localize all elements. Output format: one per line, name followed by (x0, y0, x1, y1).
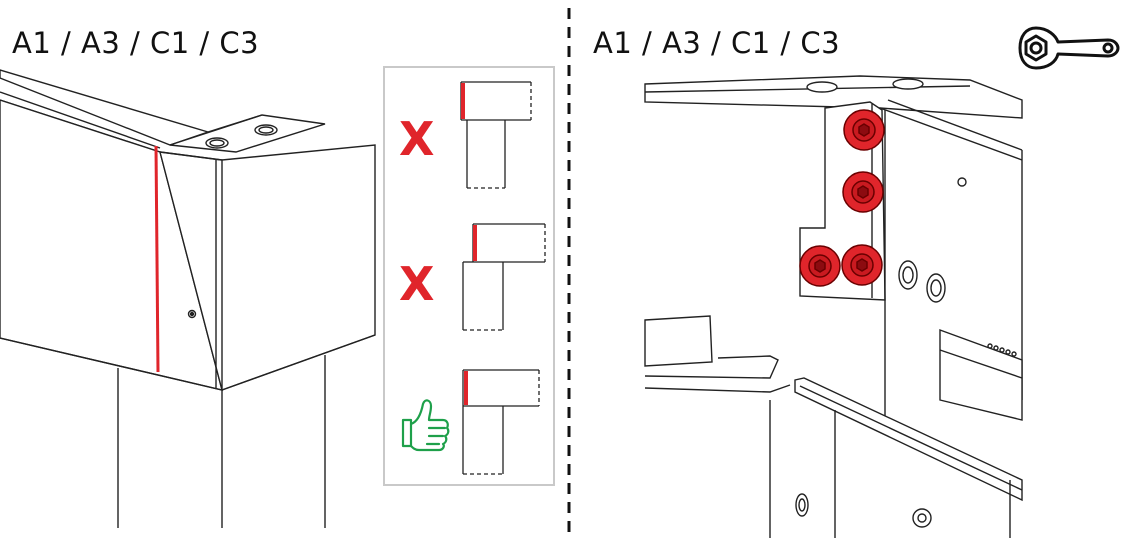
red-x-icon: X (399, 112, 434, 166)
panel-divider (567, 8, 571, 538)
svg-text:X: X (399, 257, 434, 311)
alignment-hint-box: X X (383, 66, 555, 486)
left-panel-label: A1 / A3 / C1 / C3 (12, 26, 260, 60)
alignment-examples: X X (399, 81, 546, 475)
right-panel-label: A1 / A3 / C1 / C3 (593, 26, 841, 60)
corner-joint-drawing (0, 69, 376, 528)
example-misaligned-1 (460, 81, 532, 189)
bracket-bolts-drawing (644, 75, 1023, 538)
thumbs-up-icon (401, 399, 450, 452)
example-aligned (462, 369, 540, 475)
red-x-icon: X (399, 257, 434, 311)
red-bolts (799, 109, 885, 287)
svg-text:X: X (399, 112, 434, 166)
wrench-icon (1018, 26, 1120, 70)
